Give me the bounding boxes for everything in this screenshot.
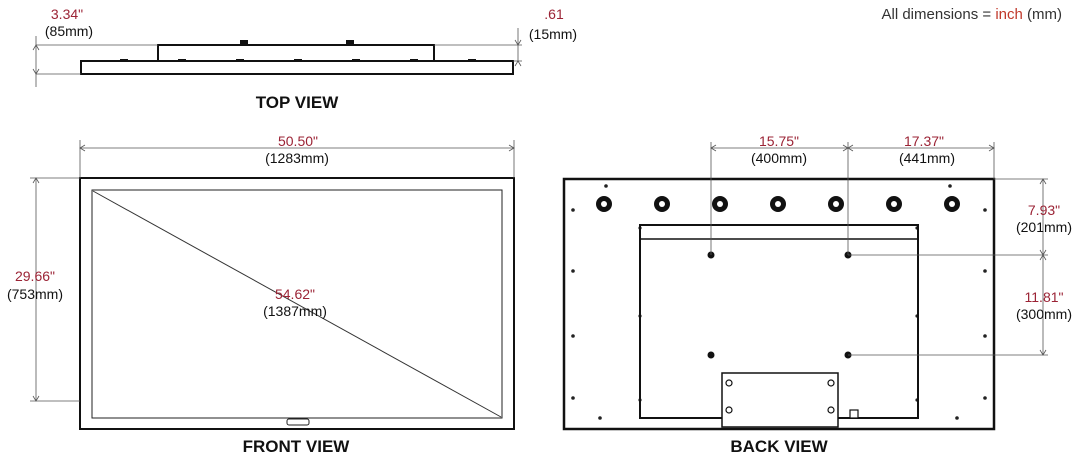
back-view-edge-offset-mm: (441mm) <box>899 150 955 166</box>
back-view-vesa-width-mm: (400mm) <box>751 150 807 166</box>
top-view-mount <box>240 40 248 45</box>
back-view-outer-frame <box>562 177 996 431</box>
top-view-mount <box>346 40 354 45</box>
units-legend: All dimensions = inch (mm) <box>882 6 1063 23</box>
units-legend-prefix: All dimensions = <box>882 6 996 23</box>
back-view-vesa-holes <box>707 251 852 359</box>
back-view-top-studs <box>596 196 960 212</box>
front-view-diagonal-line <box>92 190 502 418</box>
top-view-depth-inch: 3.34" <box>51 6 83 22</box>
front-view-width-mm: (1283mm) <box>265 150 329 166</box>
top-view-title: TOP VIEW <box>256 93 339 112</box>
back-view-vesa-height-inch: 11.81" <box>1025 289 1064 305</box>
top-view-depth-mm: (85mm) <box>45 23 93 39</box>
back-view-connector-screws <box>725 379 835 414</box>
front-view-width-inch: 50.50" <box>278 133 318 149</box>
front-view: 50.50" (1283mm) 29.66" (753mm) 54.62" (1… <box>7 133 515 456</box>
units-legend-secondary: (mm) <box>1023 6 1062 23</box>
back-view-top-offset-inch: 7.93" <box>1028 202 1060 218</box>
top-view-panel <box>80 60 514 75</box>
front-view-screen <box>91 189 503 419</box>
top-view-bezel-mm: (15mm) <box>529 26 577 42</box>
top-view-bumps <box>120 59 476 62</box>
front-view-title: FRONT VIEW <box>243 437 351 456</box>
front-view-height-inch: 29.66" <box>15 268 55 284</box>
back-view-top-offset-mm: (201mm) <box>1016 219 1072 235</box>
top-view-rear-box <box>157 44 435 62</box>
top-view-bezel-inch: .61 <box>544 6 564 22</box>
front-view-diagonal-inch: 54.62" <box>275 286 315 302</box>
back-view-edge-offset-inch: 17.37" <box>904 133 944 149</box>
front-view-bezel <box>79 177 515 430</box>
back-view-vesa-width-inch: 15.75" <box>759 133 799 149</box>
front-view-diagonal-mm: (1387mm) <box>263 303 327 319</box>
back-view-power-inlet <box>849 409 859 419</box>
front-view-logo-badge <box>286 418 310 426</box>
top-view: 3.34" (85mm) .61 (15mm) TOP VIEW <box>32 6 577 112</box>
back-view-connector-panel <box>721 372 839 428</box>
back-view-vesa-height-mm: (300mm) <box>1016 306 1072 322</box>
units-legend-primary: inch <box>995 6 1023 23</box>
back-view: 15.75" (400mm) 17.37" (441mm) 7.93" (201… <box>562 133 1072 456</box>
front-view-height-mm: (753mm) <box>7 286 63 302</box>
back-view-title: BACK VIEW <box>730 437 828 456</box>
